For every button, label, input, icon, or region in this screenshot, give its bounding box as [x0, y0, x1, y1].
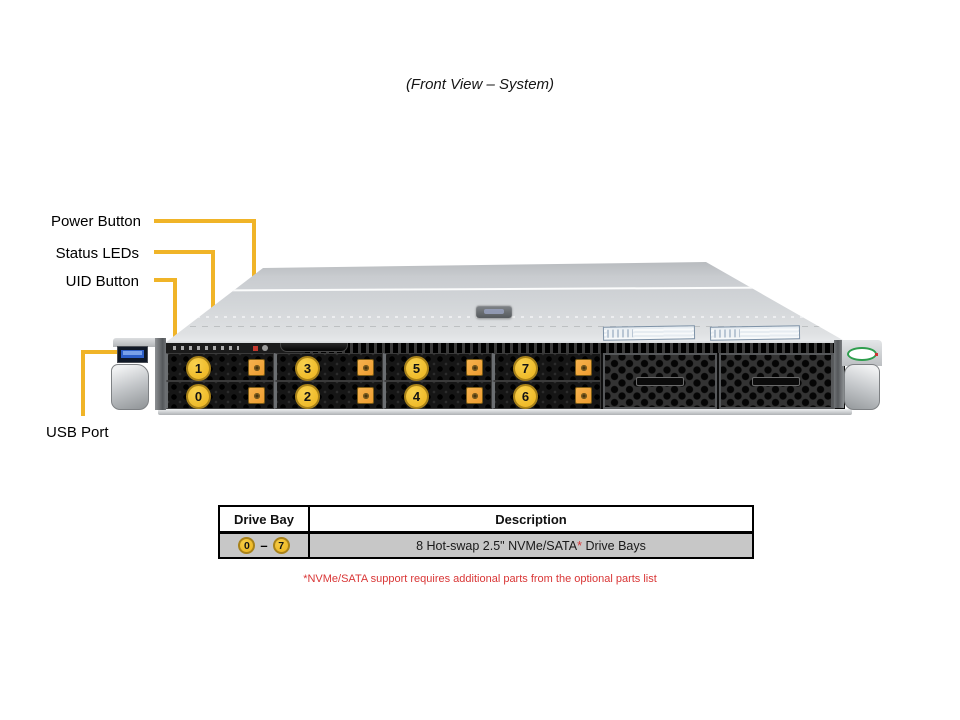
drive-tray: 1 — [165, 353, 274, 381]
drive-tray: 5 — [383, 353, 492, 381]
status-callout-line — [154, 250, 215, 254]
ear-handle — [844, 364, 880, 410]
drive-number-badge: 4 — [404, 383, 429, 409]
description-cell: 8 Hot-swap 2.5" NVMe/SATA* Drive Bays — [310, 534, 752, 557]
drive-bay-column: 5 4 — [383, 353, 492, 409]
drive-tray: 6 — [492, 381, 601, 409]
status-led-icons — [173, 346, 239, 350]
ear-rail — [155, 338, 166, 410]
label-sticker — [709, 325, 801, 341]
vent-strip — [305, 343, 845, 353]
power-callout-line — [154, 219, 256, 223]
drive-tray: 4 — [383, 381, 492, 409]
bay-number-badge: 7 — [272, 537, 290, 554]
status-callout-line — [211, 250, 215, 345]
ear-handle — [111, 364, 149, 410]
empty-drive-tray — [719, 353, 833, 409]
drive-number-badge: 1 — [186, 355, 211, 381]
ear-cap — [113, 338, 159, 347]
right-rack-ear — [834, 340, 882, 410]
drive-bay-column: 3 2 — [274, 353, 383, 409]
description-pre: 8 Hot-swap 2.5" NVMe/SATA — [416, 538, 578, 553]
drive-tray: 0 — [165, 381, 274, 409]
usb-callout-line — [81, 350, 85, 416]
power-button-label: Power Button — [50, 213, 141, 230]
drive-number-badge: 3 — [295, 355, 320, 381]
uid-callout-line — [173, 278, 177, 345]
header-label: Description — [495, 511, 567, 527]
header-label: Drive Bay — [234, 511, 294, 527]
table-row: 0 – 7 8 Hot-swap 2.5" NVMe/SATA* Drive B… — [220, 534, 752, 557]
drive-number-badge: 5 — [404, 355, 429, 381]
tray-handle-slot — [636, 376, 684, 386]
drive-bay-column: 7 6 — [492, 353, 601, 409]
server-front-panel: 1 0 3 2 5 — [165, 343, 845, 409]
description-post: Drive Bays — [581, 538, 646, 553]
panel-seam-line — [178, 326, 830, 327]
drive-number-badge: 0 — [186, 383, 211, 409]
drive-number-badge: 2 — [295, 383, 320, 409]
ear-cap — [842, 340, 882, 366]
label-sticker — [602, 325, 696, 341]
status-leds-label: Status LEDs — [55, 245, 139, 262]
drive-latch-button — [575, 387, 592, 404]
figure-title: (Front View – System) — [405, 76, 555, 93]
top-cover-latch — [476, 305, 512, 318]
description-asterisk: * — [577, 538, 582, 553]
front-pull-tab — [280, 343, 348, 352]
drive-latch-button — [357, 387, 374, 404]
chassis-bottom-rail — [158, 409, 852, 415]
drive-bay-table: Drive Bay Description 0 – 7 8 Hot-swap 2… — [218, 505, 754, 559]
chassis-top-cover — [165, 262, 848, 343]
drive-latch-button — [248, 387, 265, 404]
uid-callout-line — [154, 278, 177, 282]
usb-port — [117, 346, 148, 363]
description-text: 8 Hot-swap 2.5" NVMe/SATA* Drive Bays — [416, 539, 646, 553]
drive-latch-button — [357, 359, 374, 376]
drive-tray: 7 — [492, 353, 601, 381]
uid-button-icon — [262, 345, 268, 351]
usb-port-label: USB Port — [46, 424, 109, 441]
drive-tray: 3 — [274, 353, 383, 381]
header-cell-drive-bay: Drive Bay — [220, 507, 310, 531]
usb-connector — [121, 350, 144, 358]
drive-latch-button — [466, 359, 483, 376]
footnote: *NVMe/SATA support requires additional p… — [303, 573, 657, 585]
control-panel-strip — [165, 343, 305, 353]
drive-number-badge: 6 — [513, 383, 538, 409]
drive-latch-button — [575, 359, 592, 376]
drive-bay-row: 1 0 3 2 5 — [165, 353, 845, 409]
empty-drive-tray — [603, 353, 717, 409]
top-cover-seam — [165, 286, 848, 292]
drive-tray: 2 — [274, 381, 383, 409]
tray-handle-slot — [752, 376, 800, 386]
table-header-row: Drive Bay Description — [220, 507, 752, 534]
bay-number-badge: 0 — [238, 537, 256, 554]
bay-range-cell: 0 – 7 — [220, 534, 310, 557]
drive-latch-button — [248, 359, 265, 376]
header-cell-description: Description — [310, 507, 752, 531]
power-button-icon — [253, 345, 258, 351]
range-dash: – — [260, 538, 268, 553]
drive-latch-button — [466, 387, 483, 404]
uid-button-label: UID Button — [65, 273, 139, 290]
drive-bay-column: 1 0 — [165, 353, 274, 409]
left-rack-ear — [111, 338, 166, 412]
brand-logo — [847, 347, 878, 361]
usb-callout-line — [81, 350, 122, 354]
drive-number-badge: 7 — [513, 355, 538, 381]
ear-rail — [834, 340, 844, 408]
